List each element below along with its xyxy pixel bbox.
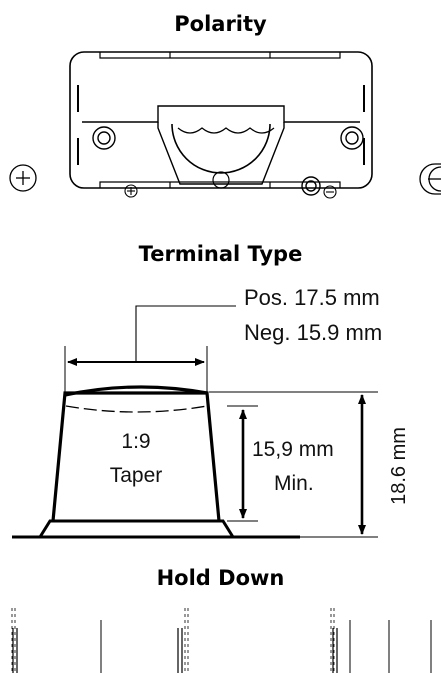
- hold-down-title: Hold Down: [156, 566, 285, 590]
- vent-cap-icon: [301, 176, 321, 196]
- terminal-type-title: Terminal Type: [138, 242, 303, 266]
- mounting-boss-left: [92, 126, 116, 150]
- neg-diameter-label: Neg. 15.9 mm: [244, 320, 382, 345]
- small-plus-icon: [124, 184, 138, 198]
- small-minus-icon: [323, 185, 337, 199]
- negative-terminal-icon: [419, 163, 441, 195]
- terminal-post-drawing: [12, 385, 300, 539]
- hold-down-drawing: [11, 608, 432, 673]
- terminal-post: [51, 391, 221, 522]
- min-height-value: 15,9 mm: [252, 438, 334, 461]
- battery-top-view: [69, 51, 373, 189]
- battery-outline: [69, 51, 373, 189]
- positive-terminal-icon: [9, 164, 37, 192]
- min-height-dimension: [227, 405, 258, 522]
- total-height-label: 18.6 mm: [388, 427, 410, 505]
- taper-label: Taper: [110, 464, 163, 487]
- mounting-boss-right: [340, 126, 364, 150]
- total-height-dimension: [209, 391, 378, 538]
- taper-ratio-label: 1:9: [121, 430, 150, 453]
- min-height-label: Min.: [274, 472, 314, 495]
- pos-diameter-label: Pos. 17.5 mm: [244, 285, 380, 310]
- polarity-title: Polarity: [174, 12, 267, 36]
- diameter-dimension: [64, 305, 236, 392]
